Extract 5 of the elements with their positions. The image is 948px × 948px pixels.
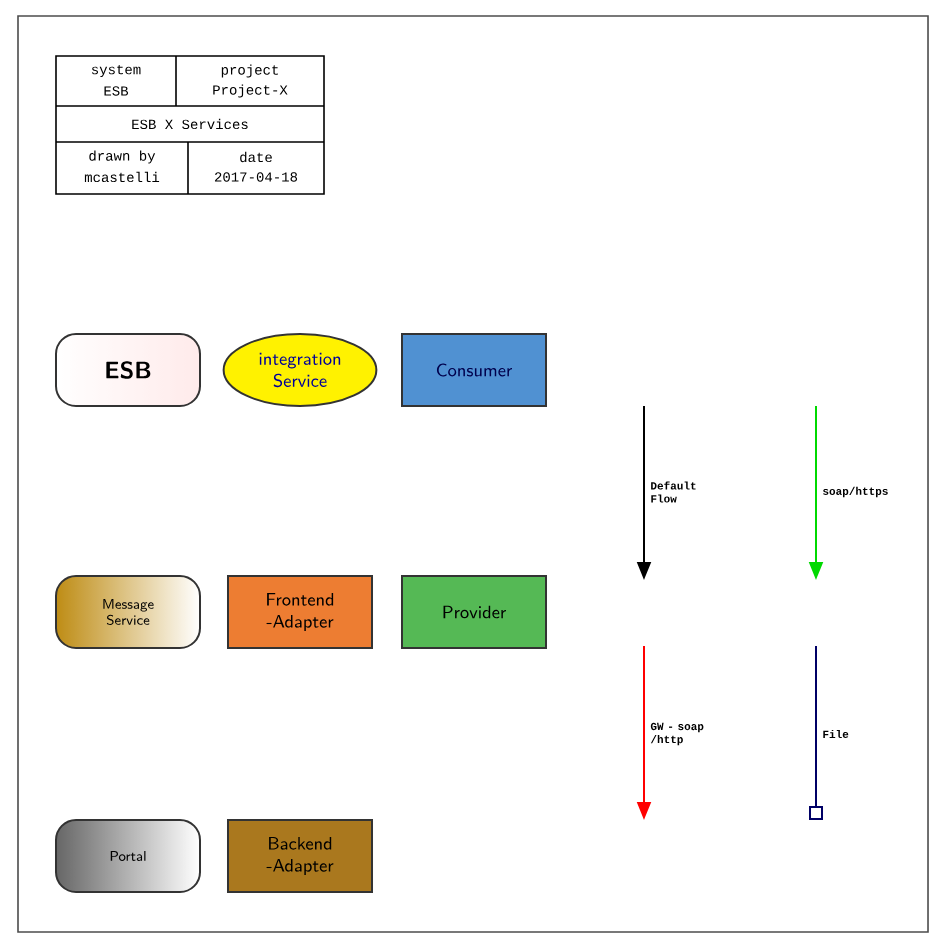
rectangle-box: Consumer (401, 333, 547, 407)
rounded-box: ESB (55, 333, 201, 407)
rectangle-box: Provider (401, 575, 547, 649)
rectangle-box: Backend -Adapter (227, 819, 373, 893)
rectangle-box: Frontend -Adapter (227, 575, 373, 649)
